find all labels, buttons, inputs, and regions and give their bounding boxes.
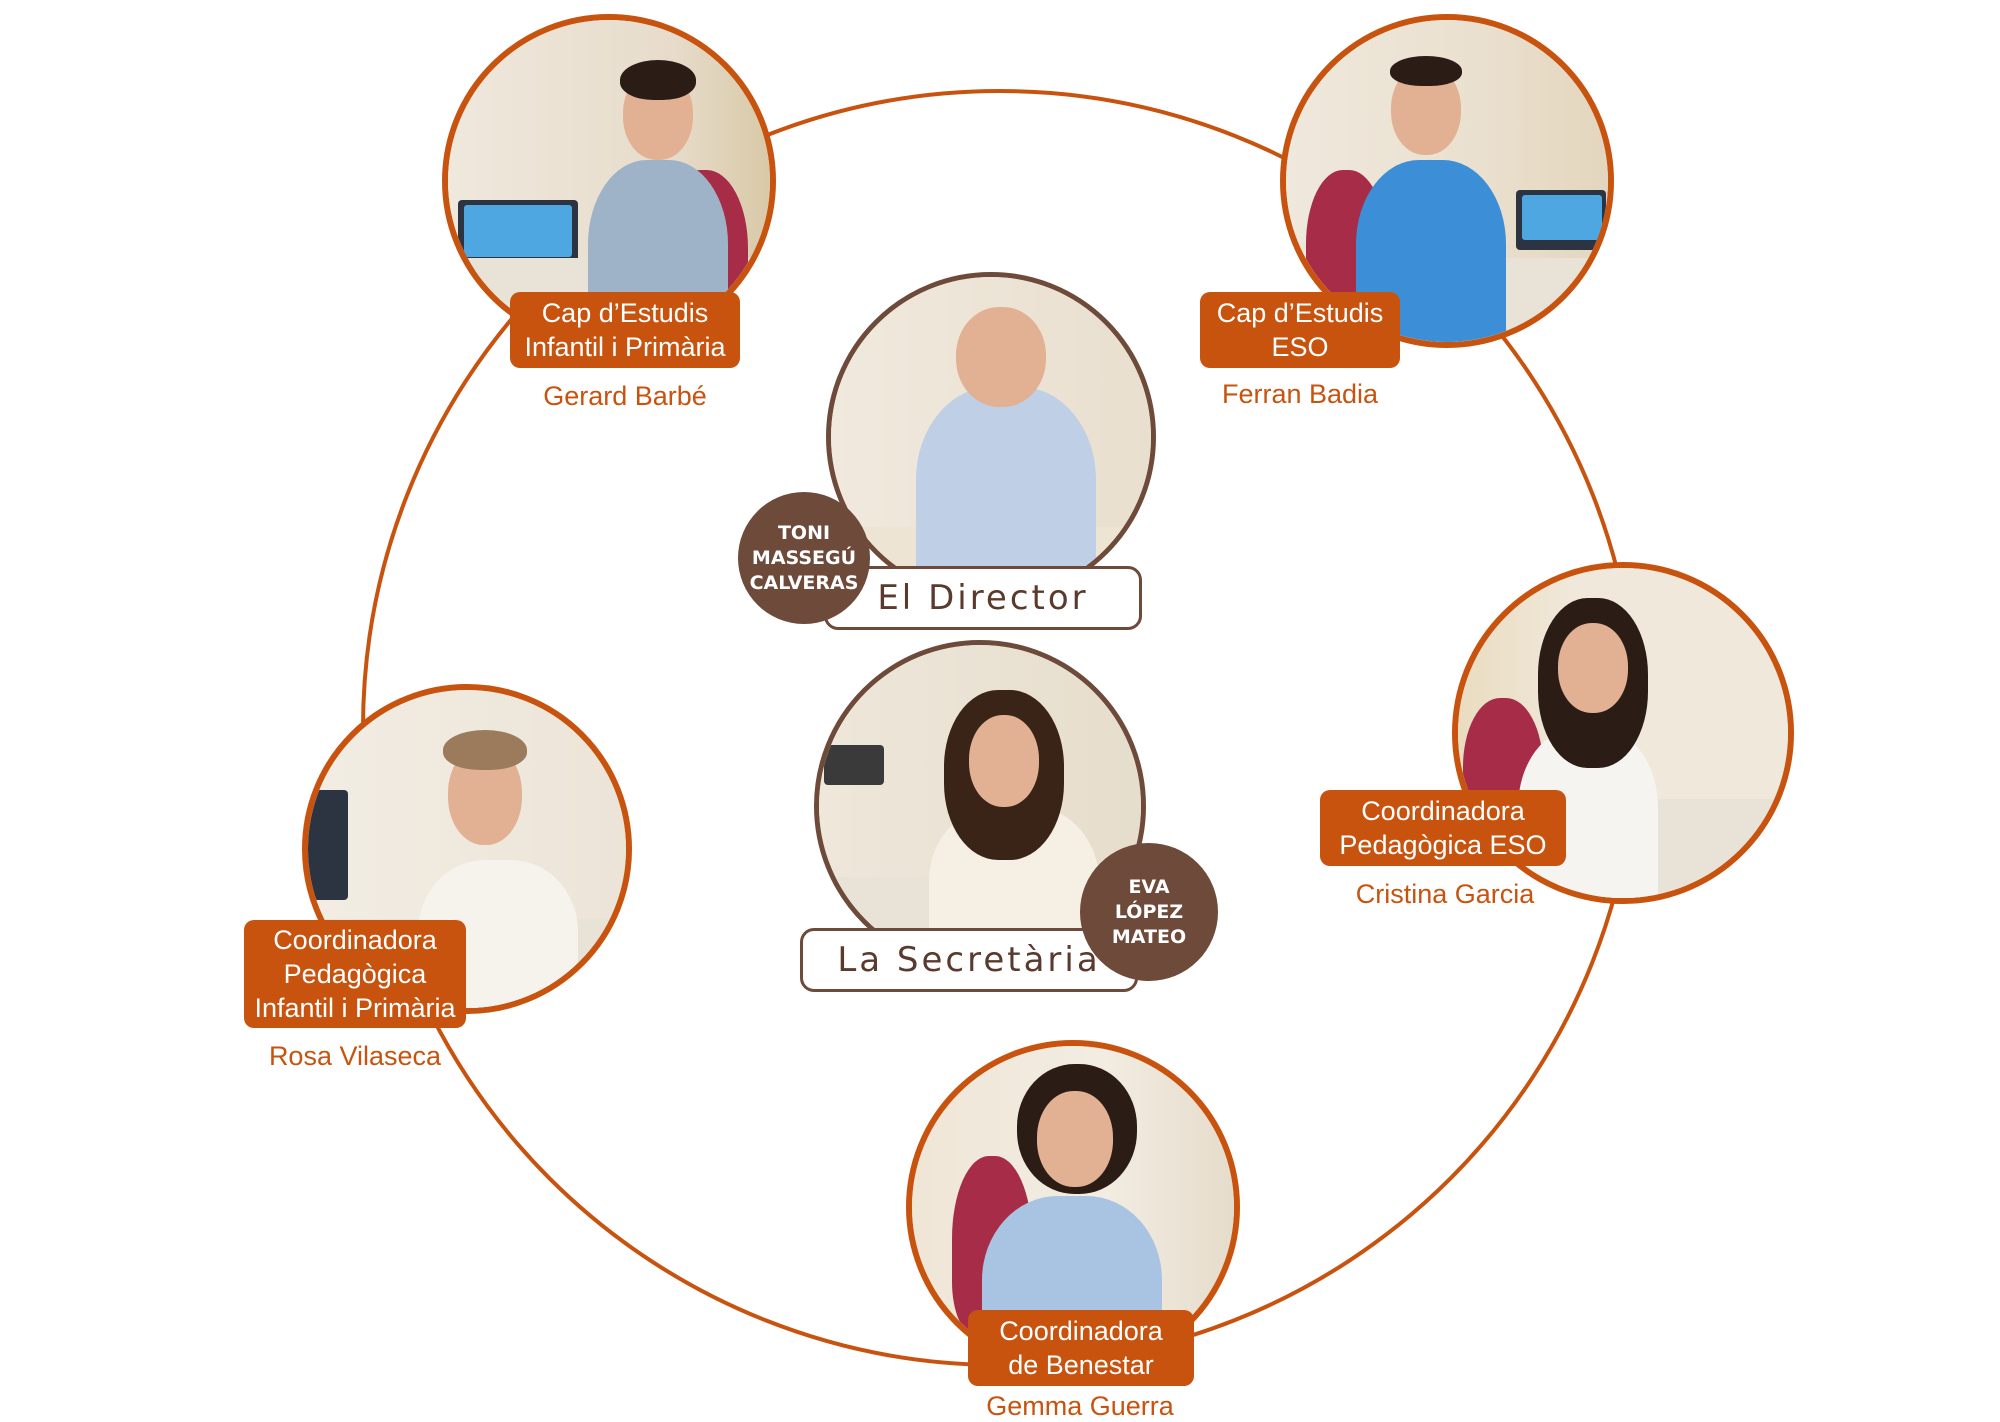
person-name-gerard: Gerard Barbé (543, 381, 707, 411)
photo-director (826, 272, 1156, 602)
role-label-coordinadora-benestar: Coordinadora de Benestar (968, 1310, 1194, 1386)
role-label-cap-estudis-eso: Cap d’Estudis ESO (1200, 292, 1400, 368)
title-director: El Director (824, 566, 1142, 630)
role-label-coordinadora-pedagogica-eso: Coordinadora Pedagògica ESO (1320, 790, 1566, 866)
badge-secretaria-name: EVA LÓPEZ MATEO (1080, 843, 1218, 981)
person-name-cristina: Cristina Garcia (1355, 879, 1535, 909)
role-label-cap-estudis-infantil: Cap d’Estudis Infantil i Primària (510, 292, 740, 368)
person-name-ferran: Ferran Badia (1221, 379, 1379, 409)
badge-director-name: TONI MASSEGÚ CALVERAS (738, 492, 870, 624)
role-label-coordinadora-pedagogica-infantil: Coordinadora Pedagògica Infantil i Primà… (244, 920, 466, 1028)
person-name-rosa: Rosa Vilaseca (268, 1041, 442, 1071)
person-name-gemma: Gemma Guerra (986, 1391, 1174, 1421)
